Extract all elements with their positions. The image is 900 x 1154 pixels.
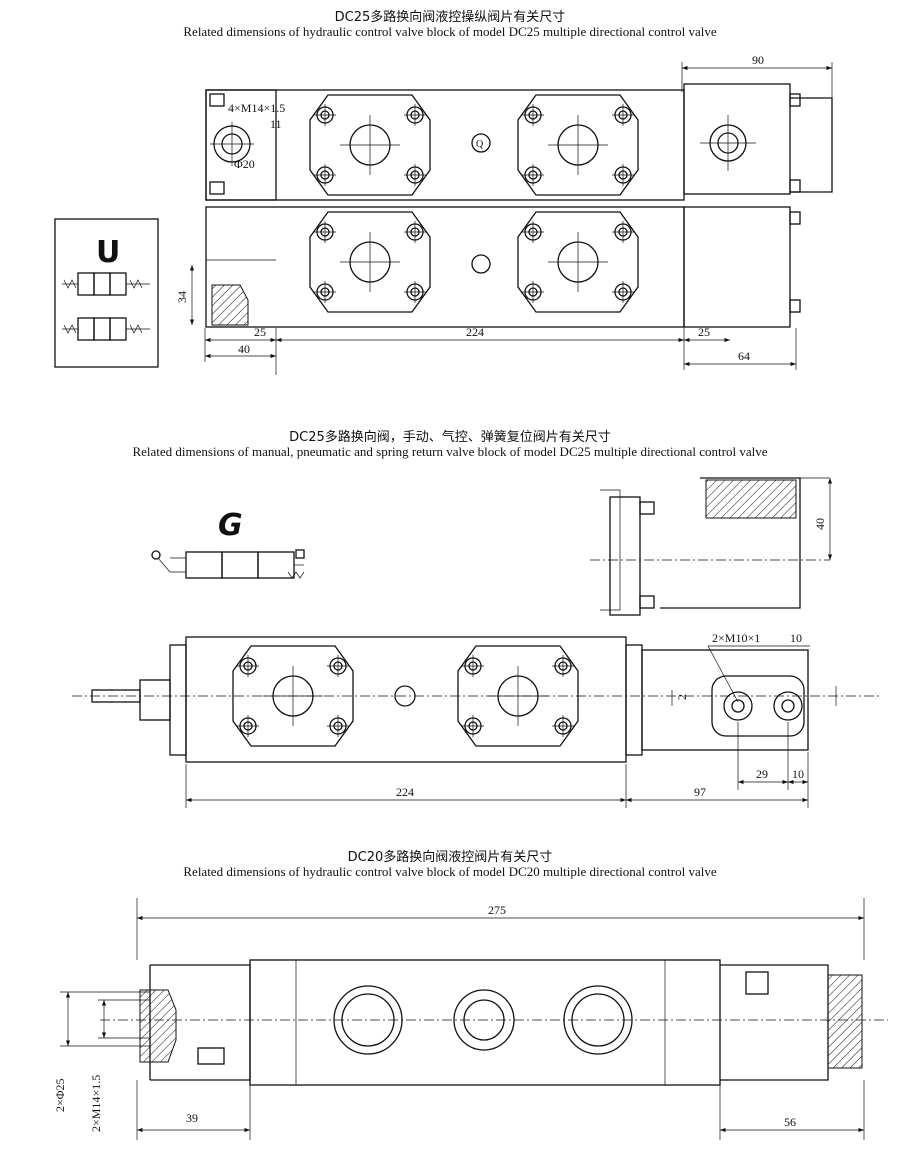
section1-title-en: Related dimensions of hydraulic control …	[183, 24, 717, 39]
side-view-cap	[609, 496, 641, 616]
port-q	[471, 133, 491, 153]
dim-224-manual: 224	[396, 785, 414, 799]
dim-224-top: 224	[466, 325, 484, 339]
dim-2phi25: 2×Φ25	[53, 1078, 67, 1112]
manual-flange-left	[233, 646, 353, 746]
dim-64: 64	[738, 349, 750, 363]
dim-40: 40	[238, 342, 250, 356]
dim-90: 90	[752, 53, 764, 67]
top-flange-left	[310, 95, 430, 195]
thread-note-manual: 2×M10×1	[712, 631, 760, 645]
thread-note-top: 4×M14×1.5	[228, 101, 285, 115]
section1-drawing: U	[54, 53, 833, 375]
symbol-letter-g: G	[218, 508, 243, 543]
section3-title-cn: DC20多路换向阀液控阀片有关尺寸	[347, 850, 553, 865]
dim-10: 10	[792, 767, 804, 781]
symbol-box	[54, 218, 159, 368]
section2-drawing: G 40	[72, 477, 880, 808]
dc20-valve-body	[249, 959, 721, 1086]
dim-34: 34	[175, 291, 189, 303]
section3-title-en: Related dimensions of hydraulic control …	[183, 864, 717, 879]
section2-title-cn: DC25多路换向阀，手动、气控、弹簧复位阀片有关尺寸	[289, 430, 611, 445]
valve-symbol-g	[151, 549, 305, 579]
dc20-right-cap	[720, 964, 829, 1081]
dc20-port-left	[333, 985, 403, 1055]
diameter-note-top: Φ20	[234, 157, 255, 171]
pilot-port-left	[723, 691, 753, 721]
dim-97: 97	[694, 785, 706, 799]
manual-valve-body	[185, 636, 627, 763]
bottom-section-hatch	[211, 284, 249, 326]
symbol-letter-u: U	[96, 235, 120, 270]
dc20-port-right	[563, 985, 633, 1055]
dc20-right-hatch	[827, 974, 863, 1069]
section3-drawing: 275 2×Φ25 2×M14×1.5 39 56	[53, 898, 888, 1140]
depth-note-manual: 10	[790, 631, 802, 645]
bottom-valve-body	[205, 206, 685, 328]
dc20-port-center	[453, 989, 515, 1051]
section2-title-en: Related dimensions of manual, pneumatic …	[132, 444, 768, 459]
dim-2: 2	[675, 694, 689, 700]
manual-valve-endcap	[641, 649, 809, 751]
dc20-left-hatch	[139, 989, 177, 1063]
top-flange-right	[518, 95, 638, 195]
dim-2m14: 2×M14×1.5	[89, 1075, 103, 1132]
dim-39: 39	[186, 1111, 198, 1125]
valve-symbol-bottom	[62, 317, 150, 341]
valve-symbol-top	[62, 272, 150, 296]
side-view-hatch	[705, 479, 797, 519]
dim-275: 275	[488, 903, 506, 917]
depth-note-top: 11	[270, 117, 282, 131]
dim-56: 56	[784, 1115, 796, 1129]
bottom-flange-left	[310, 212, 430, 312]
dim-29: 29	[756, 767, 768, 781]
dim-25-right: 25	[698, 325, 710, 339]
top-pilot-cap	[683, 83, 791, 195]
section1-title-cn: DC25多路换向阀液控操纵阀片有关尺寸	[334, 10, 566, 25]
port-q-label: Q	[476, 139, 484, 150]
dim-40-side: 40	[813, 518, 827, 530]
dim-25-left: 25	[254, 325, 266, 339]
bottom-flange-right	[518, 212, 638, 312]
pilot-port-right	[773, 691, 803, 721]
